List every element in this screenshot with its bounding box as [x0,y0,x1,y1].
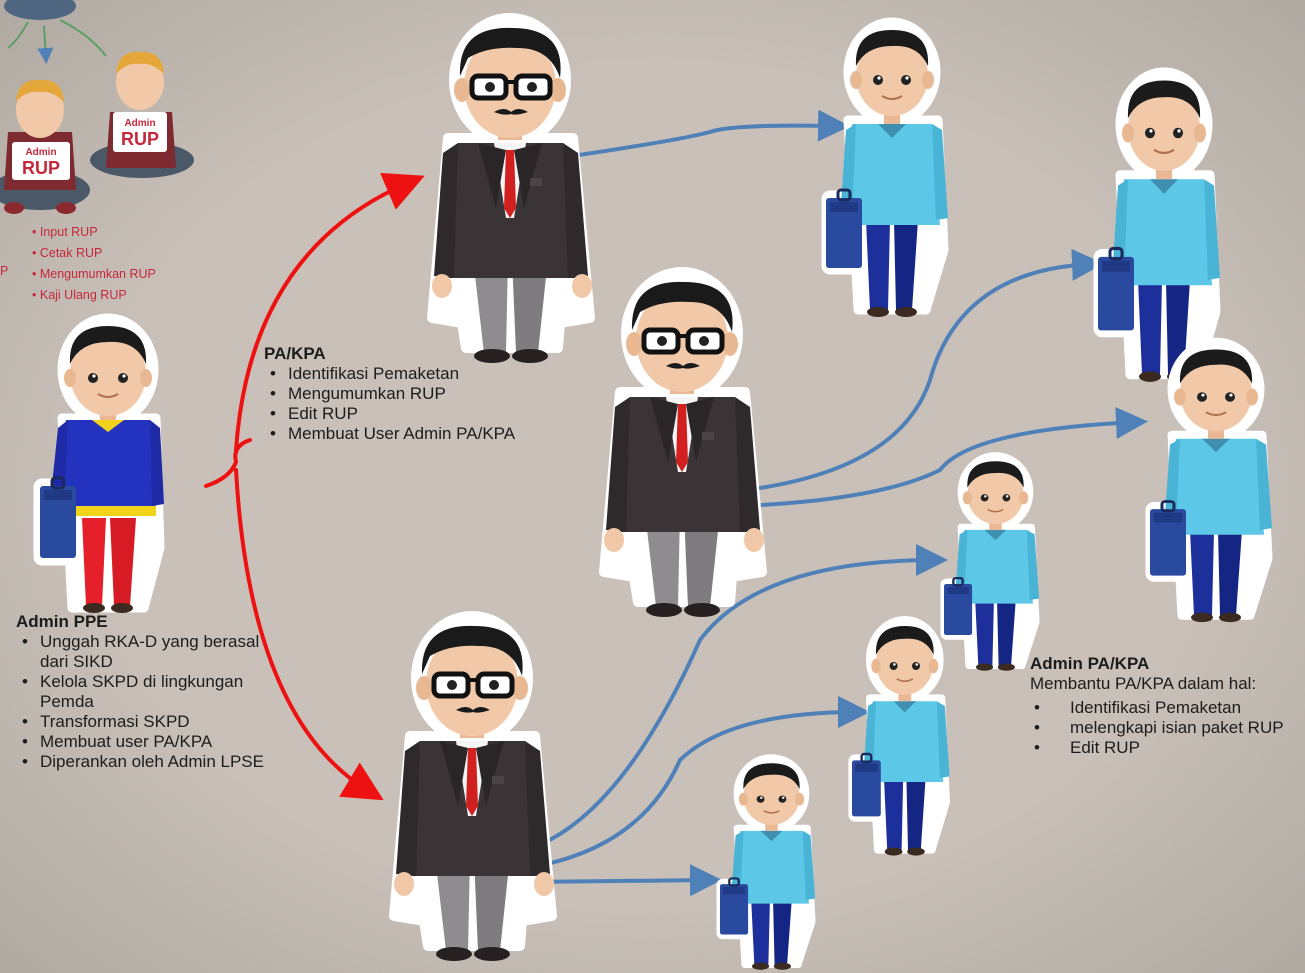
shirt-badge-text: Admin [25,147,56,158]
admin-pa-kpa-figure-2 [1098,72,1220,382]
pa-kpa-item: Membuat User Admin PA/KPA [264,424,604,444]
admin-pa-kpa-figure-1 [826,22,948,317]
red-arrows [204,172,425,801]
pa-kpa-description: PA/KPA Identifikasi Pemaketan Mengumumka… [264,344,604,444]
pa-kpa-figure-middle [604,272,764,617]
admin-pa-kpa-figure-5 [852,620,950,856]
admin-pa-kpa-item: Edit RUP [1030,738,1300,758]
rup-task-item: Cetak RUP [32,243,156,264]
admin-ppe-item: Diperankan oleh Admin LPSE [16,752,276,772]
pa-kpa-item: Identifikasi Pemaketan [264,364,604,384]
rup-task-list: Input RUP Cetak RUP Mengumumkan RUP Kaji… [32,222,156,306]
blue-arrow-5 [524,696,870,870]
shirt-label-text: RUP [121,129,159,149]
pa-kpa-title: PA/KPA [264,344,326,363]
admin-pa-kpa-figure-4 [944,455,1039,670]
rup-task-item: Input RUP [32,222,156,243]
admin-ppe-item: Kelola SKPD di lingkungan Pemda [16,672,276,712]
admin-ppe-figure [33,313,165,613]
admin-rup-figure-right: Admin RUP [90,51,194,178]
red-arrow-to-bottom-pa [234,468,384,801]
rup-task-item: Kaji Ulang RUP [32,285,156,306]
admin-pa-kpa-title: Admin PA/KPA [1030,654,1150,673]
shirt-badge-text: Admin [124,118,155,129]
admin-pa-kpa-description: Admin PA/KPA Membantu PA/KPA dalam hal: … [1030,654,1300,758]
admin-ppe-title: Admin PPE [16,612,108,631]
blue-arrow-4 [524,544,948,852]
rup-task-item: Mengumumkan RUP [32,264,156,285]
pa-kpa-figure-bottom [394,616,554,961]
admin-pa-kpa-subtitle: Membantu PA/KPA dalam hal: [1030,674,1257,693]
pa-kpa-item: Edit RUP [264,404,604,424]
stray-text-fragment: P [0,264,9,278]
admin-pa-kpa-figure-3 [1150,342,1272,622]
admin-ppe-item: Transformasi SKPD [16,712,276,732]
admin-pa-kpa-item: Identifikasi Pemaketan [1030,698,1300,718]
admin-rup-figure-left: Admin RUP [0,79,90,214]
blue-arrow-2 [744,248,1104,492]
admin-ppe-item: Unggah RKA-D yang berasal dari SIKD [16,632,276,672]
admin-pa-kpa-figure-6 [720,757,815,969]
blue-arrow-6 [524,864,722,897]
admin-pa-kpa-item: melengkapi isian paket RUP [1030,718,1300,738]
pa-kpa-figure-top [432,18,592,363]
admin-ppe-description: Admin PPE Unggah RKA-D yang berasal dari… [16,612,276,772]
blue-arrow-3 [740,406,1148,508]
red-arrow-to-top-pa [234,172,425,452]
top-left-illustration: Admin RUP Admin RUP [0,0,194,214]
pa-kpa-item: Mengumumkan RUP [264,384,604,404]
cropped-head-icon [4,0,76,20]
shirt-label-text: RUP [22,158,60,178]
admin-ppe-item: Membuat user PA/KPA [16,732,276,752]
blue-arrows [524,109,1148,897]
red-connector [204,438,252,488]
blue-arrow-1 [570,109,850,158]
